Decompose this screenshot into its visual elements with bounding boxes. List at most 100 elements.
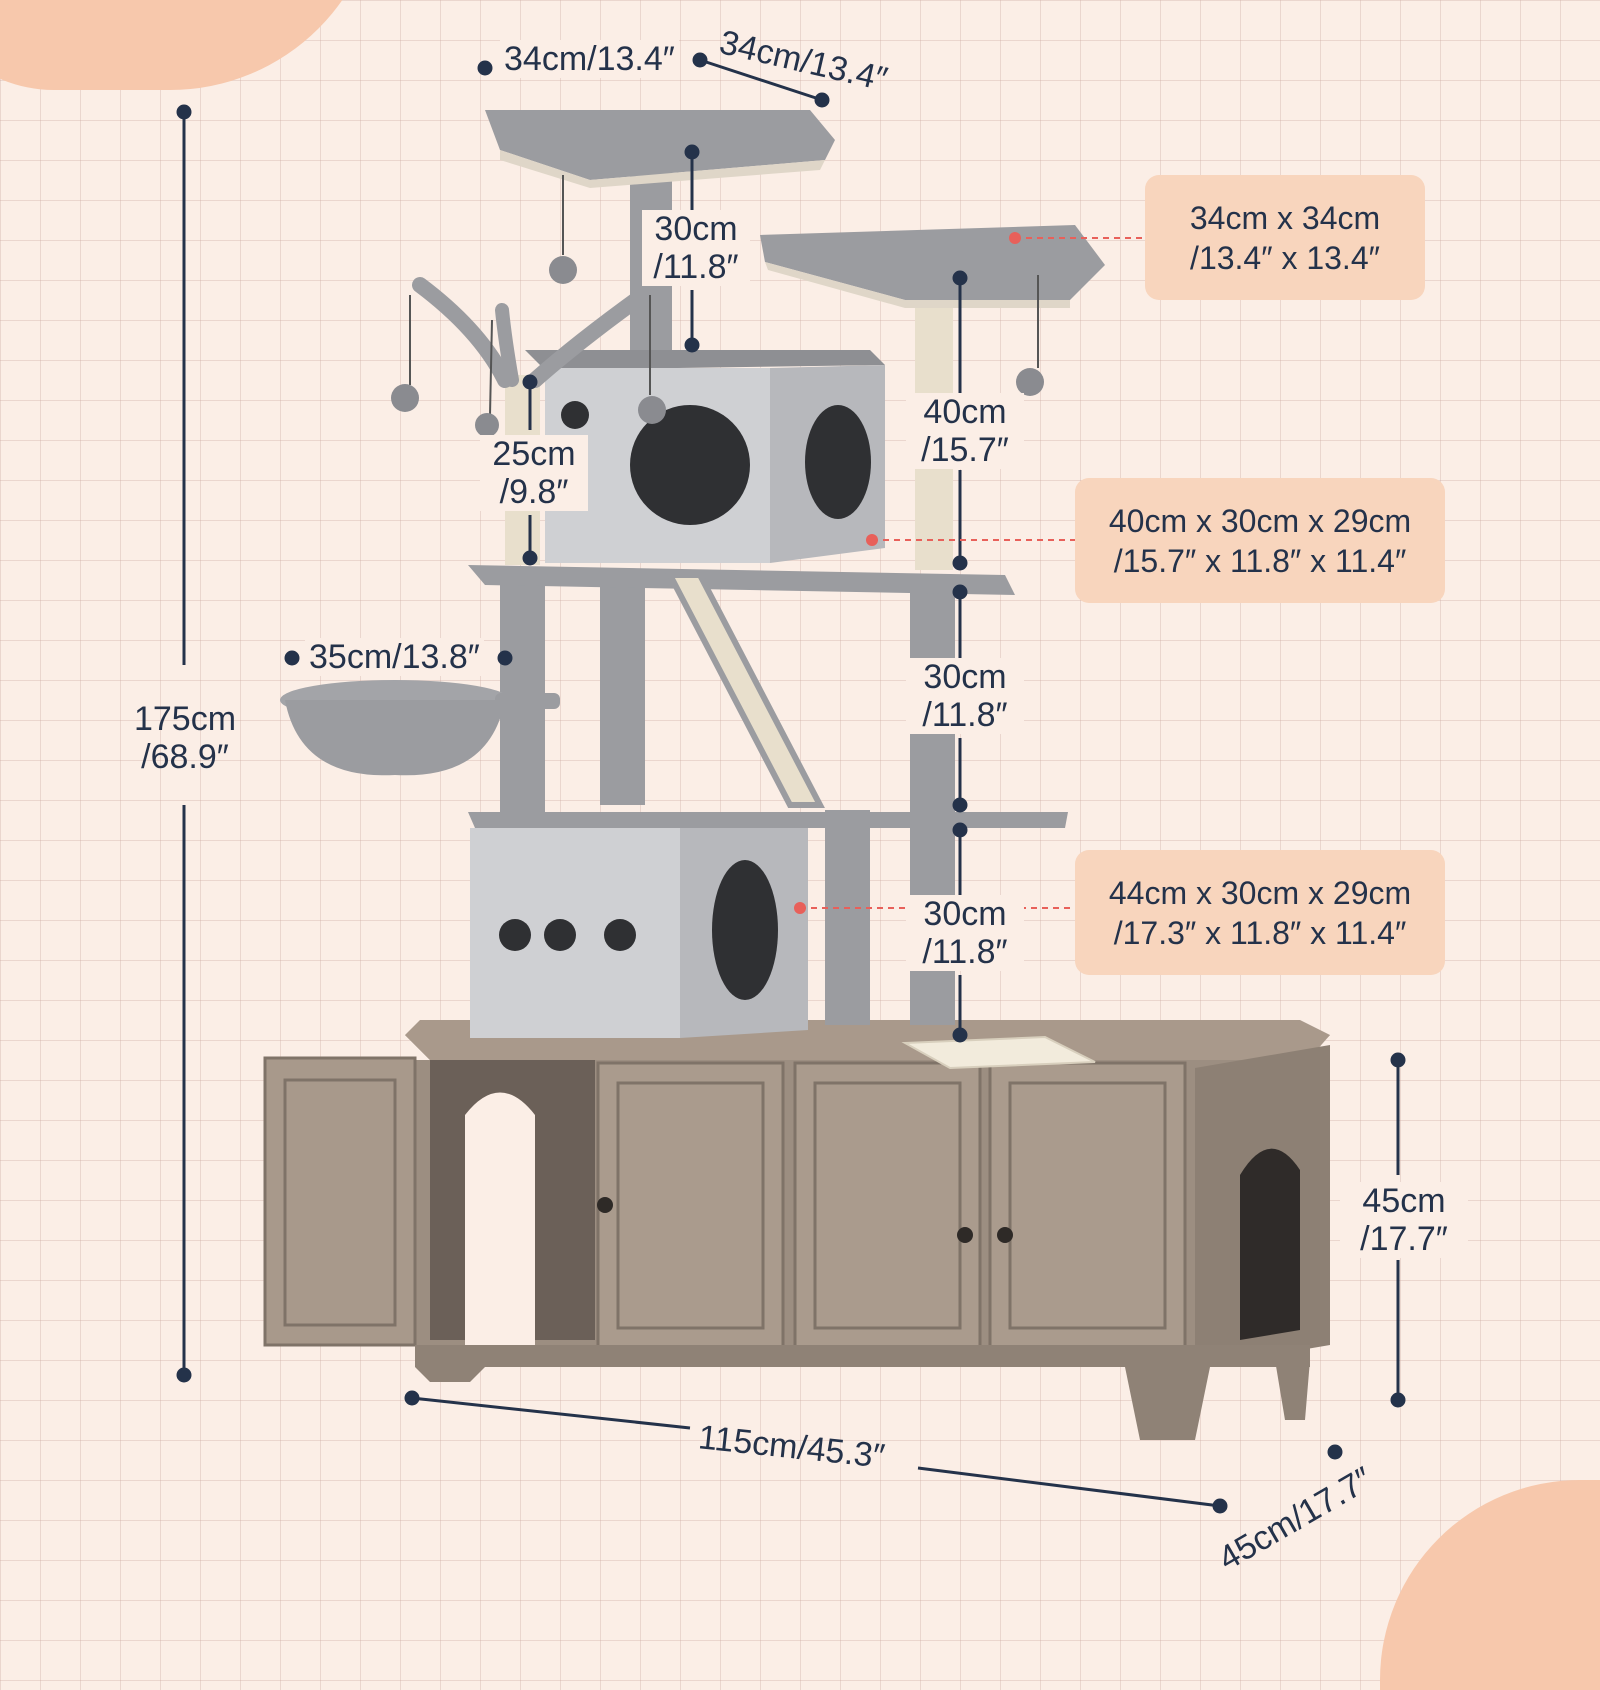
cabinet-height-label-in: /17.7″ [1360,1220,1448,1258]
cabinet-height-label-cm: 45cm [1362,1182,1446,1220]
knob-2 [957,1227,973,1243]
upper-condo-side-hole [805,405,871,519]
basket-width-label: 35cm/13.8″ [305,638,484,676]
basket-dot-right [497,650,513,666]
right-post-dot-b [952,555,968,571]
middle-platform [468,565,1015,595]
top-post-label-in: /11.8″ [653,248,739,286]
scratch-mat [901,1035,1096,1070]
mid-post-dot-b [952,797,968,813]
right-post-dot-a [952,270,968,286]
side-post-label-in: /9.8″ [499,473,569,511]
platform-size-callout: 34cm x 34cm /13.4″ x 13.4″ [1145,175,1425,300]
pompom-toy-3 [391,384,419,412]
marker-platform [1009,232,1021,244]
upper-condo-small-hole [561,401,589,429]
right-post-lower-label: 30cm /11.8″ [906,895,1024,971]
product-illustration [176,52,1406,1514]
upper-condo-size-cm: 40cm x 30cm x 29cm [1108,502,1412,539]
depth-top-line [699,58,823,102]
right-platform [760,225,1105,300]
total-height-label: 175cm /68.9″ [120,700,250,776]
cabinet-width-dot-a [404,1390,420,1406]
side-entry-arch [1240,1148,1300,1340]
lower-platform-right [790,812,1068,828]
cabinet-foot-right [1275,1360,1310,1420]
lower-condo-hole-1 [499,919,531,951]
top-platform-width-label: 34cm/13.4″ [500,40,679,78]
basket [285,700,505,776]
lower-condo-side-hole [712,860,778,1000]
measurement-lines [176,52,1406,1514]
open-door-left-panel [283,1078,397,1327]
open-door-left [263,1056,417,1347]
pompom-toy-5 [638,396,666,424]
right-post-upper-label-in: /15.7″ [921,431,1009,469]
cabinet-depth-dot [1327,1444,1343,1460]
right-post-middle-label: 30cm /11.8″ [906,658,1024,734]
post-lower-mid [825,810,870,1025]
right-post-lower-label-in: /11.8″ [922,933,1008,971]
height-dot-bottom [176,1367,192,1383]
cabinet-height-label: 45cm /17.7″ [1340,1182,1468,1258]
right-platform-underside [765,262,1070,308]
litter-entry-arch [465,1092,535,1345]
cabinet-door-2 [793,1061,982,1350]
total-height-label-cm: 175cm [133,700,237,738]
cabinet-door-3 [988,1061,1187,1350]
top-post-dot-a [684,144,700,160]
side-post-label: 25cm /9.8″ [480,435,588,511]
right-post-middle-label-in: /11.8″ [922,696,1008,734]
upper-condo-size-callout: 40cm x 30cm x 29cm /15.7″ x 11.8″ x 11.4… [1075,478,1445,603]
platform-size-cm: 34cm x 34cm [1189,199,1381,236]
cat-tree [280,110,1105,1038]
lower-condo-size-in: /17.3″ x 11.8″ x 11.4″ [1113,914,1407,951]
pompom-toy-2 [1016,368,1044,396]
top-post-label: 30cm /11.8″ [642,210,750,286]
top-platform [485,110,835,180]
lower-condo-size-callout: 44cm x 30cm x 29cm /17.3″ x 11.8″ x 11.4… [1075,850,1445,975]
ladder [665,572,825,808]
upper-condo-size-in: /15.7″ x 11.8″ x 11.4″ [1113,542,1407,579]
marker-upper-condo [866,534,878,546]
height-dot-top [176,104,192,120]
right-post-lower-label-cm: 30cm [923,895,1007,933]
right-post-upper-label: 40cm /15.7″ [906,393,1024,469]
low-post-dot-a [952,822,968,838]
pompom-toy-1 [549,256,577,284]
width-dot-left [477,60,493,76]
cabinet-door-3-panel [1008,1081,1167,1330]
top-platform-underside [500,150,825,188]
cabinet-door-2-panel [813,1081,962,1330]
cabinet-height-dot-a [1390,1052,1406,1068]
upper-condo-top [525,350,885,370]
cabinet-base [415,1345,1310,1367]
upper-condo-hole [630,405,750,525]
top-post-label-cm: 30cm [654,210,738,248]
knob-3 [997,1227,1013,1243]
post-center-middle [600,575,645,805]
cabinet-width-line-a [411,1396,691,1430]
cabinet-foot-left [415,1367,485,1382]
side-post-label-cm: 25cm [492,435,576,473]
cabinet [263,1020,1330,1440]
total-height-label-in: /68.9″ [141,738,229,776]
depth-dot [814,92,830,108]
right-post-middle-label-cm: 30cm [923,658,1007,696]
lower-condo-size-cm: 44cm x 30cm x 29cm [1108,874,1412,911]
lower-condo-hole-2 [544,919,576,951]
cabinet-height-dot-b [1390,1392,1406,1408]
knob-1 [597,1197,613,1213]
side-post-dot-b [522,550,538,566]
cabinet-door-1 [596,1061,785,1350]
cabinet-foot-front [1125,1367,1210,1440]
side-post-dot-a [522,374,538,390]
marker-lower-condo [794,902,806,914]
cabinet-width-line-b [917,1466,1221,1508]
basket-arm [495,693,560,709]
cabinet-door-1-panel [616,1081,765,1330]
branch-left [412,277,513,388]
pompom-toy-4 [475,413,499,437]
toy-string-4 [489,319,493,416]
lower-platform-left [468,812,812,828]
